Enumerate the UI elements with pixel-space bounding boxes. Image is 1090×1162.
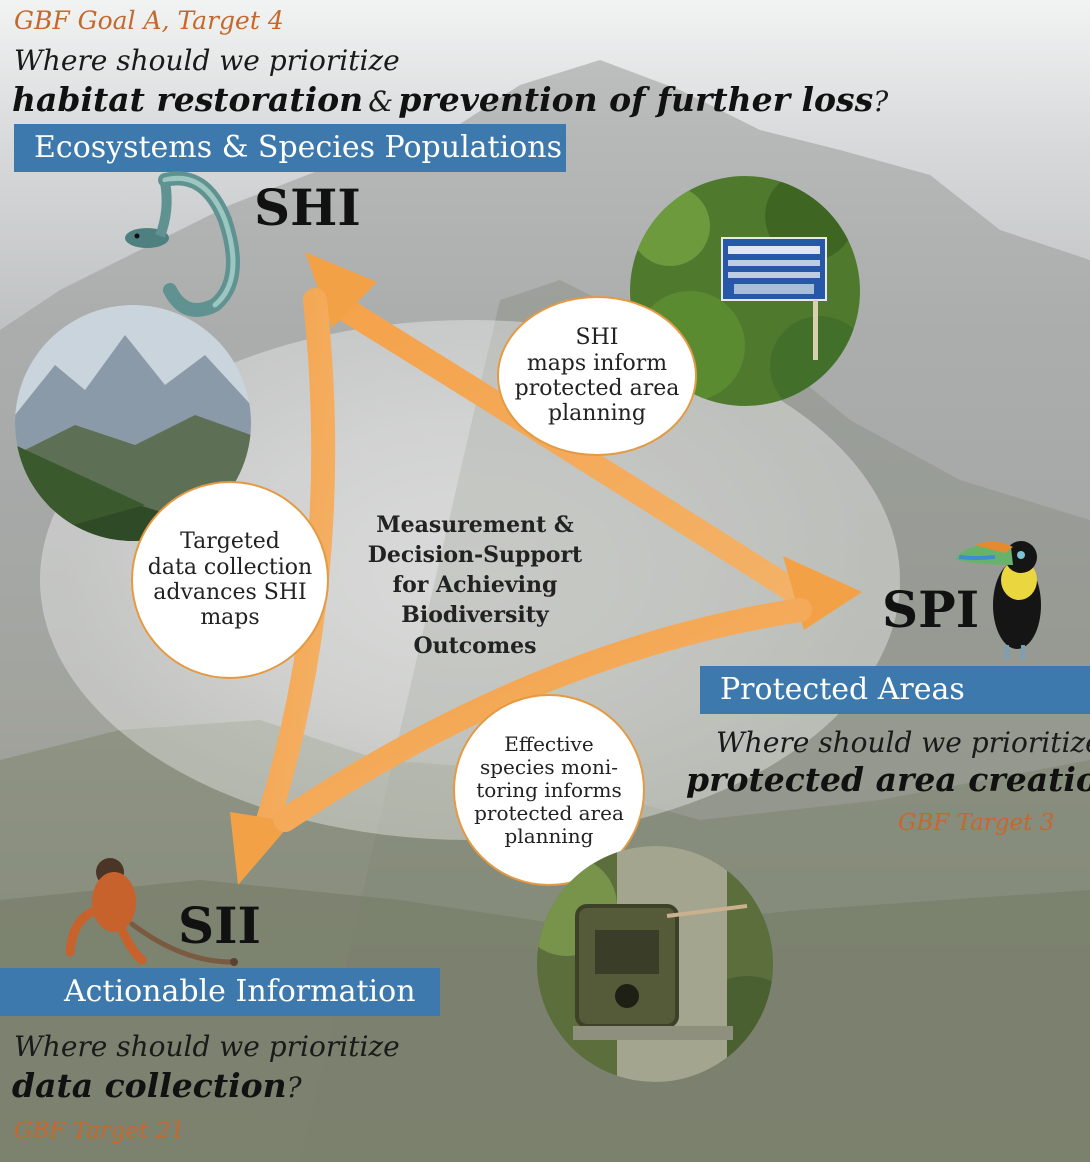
- sii-label: SII: [178, 896, 261, 955]
- bottom-band-label: Actionable Information: [64, 974, 416, 1009]
- center-label: Measurement & Decision-Support for Achie…: [367, 512, 583, 659]
- forest-mountain-photo: [15, 305, 251, 541]
- top-target: GBF Goal A, Target 4: [14, 6, 284, 35]
- camera-trap-photo: [537, 846, 773, 1082]
- top-question-emphasis: habitat restoration & prevention of furt…: [12, 80, 888, 119]
- top-band-label: Ecosystems & Species Populations: [34, 130, 562, 165]
- top-qmark: ?: [873, 85, 889, 118]
- arrowhead-shi-right: [305, 252, 377, 328]
- bubble-shi-to-spi: SHI maps inform protected area planning: [497, 296, 697, 456]
- bottom-band: Actionable Information: [0, 968, 440, 1016]
- bottom-target: GBF Target 21: [14, 1118, 185, 1144]
- top-emphasis-1: habitat restoration: [12, 80, 364, 119]
- top-band: Ecosystems & Species Populations: [14, 124, 566, 172]
- bubble-shi-to-spi-text: SHI maps inform protected area planning: [514, 325, 680, 427]
- right-band: Protected Areas: [700, 666, 1090, 714]
- right-question-emphasis: protected area creation?: [686, 760, 1090, 799]
- top-amp: &: [368, 85, 394, 118]
- arrowhead-sii: [230, 812, 292, 885]
- arrowhead-spi: [783, 556, 862, 630]
- right-band-label: Protected Areas: [720, 672, 965, 707]
- shi-label: SHI: [254, 178, 361, 237]
- spi-label: SPI: [882, 580, 980, 639]
- bubble-sii-to-spi-text: Effective species moni- toring informs p…: [474, 731, 624, 848]
- bottom-question-emphasis: data collection?: [12, 1066, 302, 1105]
- top-emphasis-2: prevention of further loss: [398, 80, 874, 119]
- bottom-emphasis: data collection: [12, 1066, 287, 1105]
- right-target: GBF Target 3: [898, 810, 1055, 836]
- top-question-lead: Where should we prioritize: [14, 44, 400, 77]
- bottom-qmark: ?: [286, 1071, 302, 1104]
- right-question-lead: Where should we prioritize: [716, 726, 1090, 759]
- right-emphasis: protected area creation: [686, 760, 1090, 799]
- bubble-sii-to-shi-text: Targeted data collection advances SHI ma…: [147, 529, 313, 631]
- bubble-sii-to-shi: Targeted data collection advances SHI ma…: [131, 481, 329, 679]
- bottom-question-lead: Where should we prioritize: [14, 1030, 400, 1063]
